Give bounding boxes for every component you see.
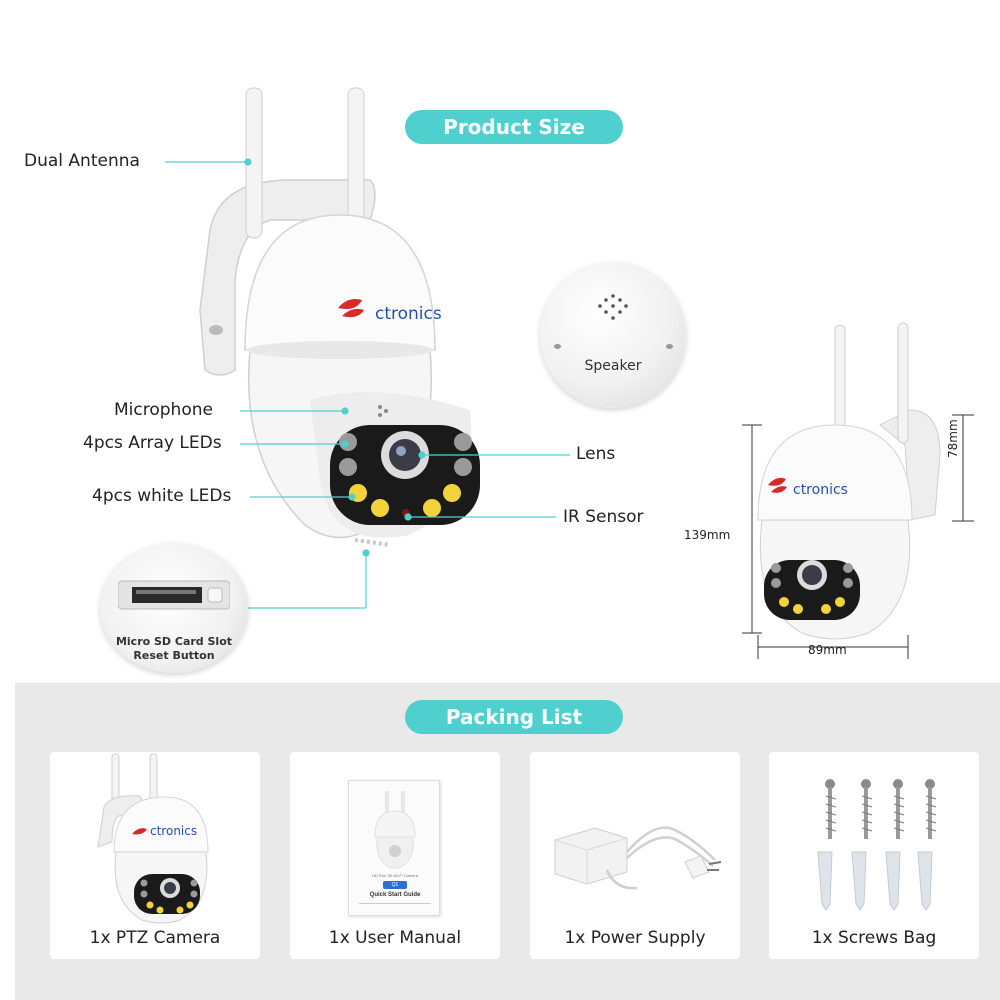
callout-lines [165,158,570,609]
manual-camera-sketch [374,791,416,869]
user-manual-image: HD Pan Tilt Wi-Fi Camera Q1 Quick Start … [348,780,440,916]
callout-white-leds: 4pcs white LEDs [92,486,232,506]
manual-badge: Q1 [383,881,407,889]
product-size-banner: Product Size [405,110,623,144]
speaker-grille-icon [598,294,628,320]
user-manual-label: 1x User Manual [328,928,462,948]
manual-guide-rule [359,903,431,904]
manual-guide-title: Quick Start Guide [369,892,421,898]
manual-small-title: HD Pan Tilt Wi-Fi Camera [371,873,418,878]
dimension-depth-label: 78mm [946,419,960,458]
callout-array-leds: 4pcs Array LEDs [83,433,222,453]
sd-slot-detail: Micro SD Card Slot Reset Button [100,543,248,673]
packing-item-user-manual: HD Pan Tilt Wi-Fi Camera Q1 Quick Start … [290,752,500,959]
reset-button-label: Reset Button [133,649,215,662]
packing-list-banner: Packing List [405,700,623,734]
callout-microphone: Microphone [114,400,213,420]
power-supply-image [554,826,722,890]
sd-slot-label: Micro SD Card Slot [115,635,233,648]
main-brand-logo-text: ctronics [375,304,442,324]
screws-bag-image [817,779,937,911]
packing-item-ptz-camera: ctronics 1x PTZ Camera [50,752,260,959]
speaker-detail: Speaker [540,262,686,408]
dimension-brand-logo-text: ctronics [793,482,848,498]
callout-ir-sensor: IR Sensor [563,507,644,527]
ptz-camera-label: 1x PTZ Camera [89,928,221,948]
speaker-screw-left [554,344,561,349]
callout-dual-antenna: Dual Antenna [24,151,140,171]
main-camera-illustration [199,87,480,547]
screws-bag-label: 1x Screws Bag [811,928,937,948]
dimension-camera-illustration [742,322,974,659]
ptz-camera-image [97,753,209,924]
callout-lens: Lens [576,444,616,464]
ptz-camera-brand-text: ctronics [150,824,198,838]
dimension-width-label: 89mm [808,643,847,657]
dimension-height-label: 139mm [684,528,731,542]
power-supply-label: 1x Power Supply [564,928,706,948]
speaker-screw-right [666,344,673,349]
sd-slot-icon [118,580,230,610]
packing-item-screws-bag: 1x Screws Bag [769,752,979,959]
speaker-label: Speaker [584,358,642,374]
packing-item-power-supply: 1x Power Supply [530,752,740,959]
